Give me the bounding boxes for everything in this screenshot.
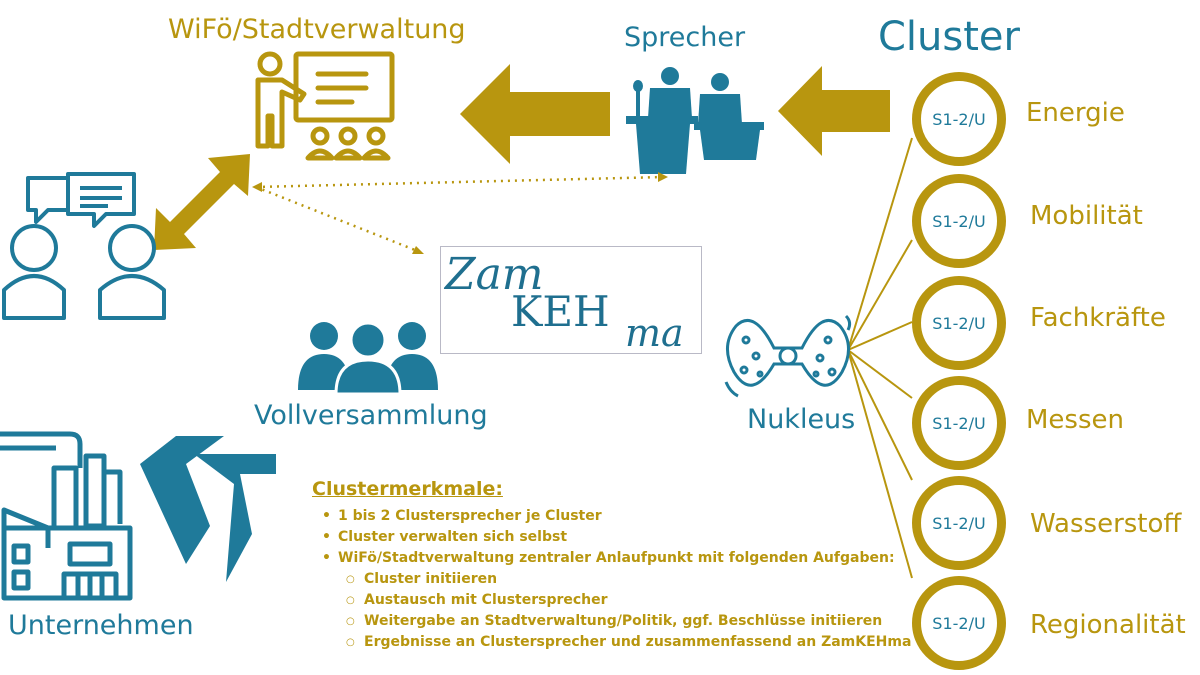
cluster-ring-wasserstoff: S1-2/U — [912, 476, 1006, 570]
cluster-ring-regionalitaet: S1-2/U — [912, 576, 1006, 670]
ring-label: S1-2/U — [932, 313, 986, 333]
nucleus-icon — [724, 314, 852, 398]
cluster-ring-mobilitaet: S1-2/U — [912, 174, 1006, 268]
cluster-name-fachkraefte: Fachkräfte — [1030, 303, 1166, 333]
conversation-icon — [2, 172, 166, 320]
cluster-name-regionalitaet: Regionalität — [1030, 610, 1186, 640]
list-item: WiFö/Stadtverwaltung zentraler Anlaufpun… — [322, 548, 912, 569]
double-arrow-icon — [154, 154, 250, 250]
chevron-logo-icon — [140, 436, 276, 582]
list-item: Cluster verwalten sich selbst — [322, 527, 912, 548]
nukleus-label: Nukleus — [747, 404, 856, 435]
cluster-name-energie: Energie — [1026, 98, 1125, 128]
sub-list-item: Austausch mit Clustersprecher — [346, 590, 912, 611]
ring-label: S1-2/U — [932, 109, 986, 129]
sub-list-item: Ergebnisse an Clustersprecher und zusamm… — [346, 632, 912, 653]
features-list: 1 bis 2 Clustersprecher je Cluster Clust… — [312, 506, 912, 653]
cluster-features: Clustermerkmale: 1 bis 2 Clustersprecher… — [312, 478, 912, 653]
cluster-ring-energie: S1-2/U — [912, 72, 1006, 166]
group-icon — [298, 321, 438, 396]
cluster-name-messen: Messen — [1026, 405, 1124, 435]
logo-keh: KEH — [511, 287, 610, 336]
cluster-ring-fachkraefte: S1-2/U — [912, 276, 1006, 370]
features-heading: Clustermerkmale: — [312, 478, 503, 500]
logo-ma: ma — [625, 311, 684, 355]
vollversammlung-label: Vollversammlung — [254, 400, 488, 431]
sprecher-label: Sprecher — [624, 22, 746, 53]
ring-label: S1-2/U — [932, 211, 986, 231]
cluster-ring-messen: S1-2/U — [912, 376, 1006, 470]
ring-label: S1-2/U — [932, 613, 986, 633]
ring-label: S1-2/U — [932, 413, 986, 433]
arrow-left-icon — [778, 66, 890, 156]
presentation-icon — [255, 51, 395, 161]
cluster-name-mobilitaet: Mobilität — [1030, 201, 1143, 231]
arrow-left-icon — [460, 64, 610, 164]
ring-label: S1-2/U — [932, 513, 986, 533]
cluster-title: Cluster — [878, 14, 1020, 60]
logo-zam: Zam — [445, 249, 544, 300]
wifo-label: WiFö/Stadtverwaltung — [168, 14, 466, 45]
factory-icon — [0, 431, 133, 601]
unternehmen-label: Unternehmen — [8, 610, 194, 641]
zamkehma-logo: Zam KEH ma — [440, 246, 702, 355]
sub-list-item: Weitergabe an Stadtverwaltung/Politik, g… — [346, 611, 912, 632]
cluster-name-wasserstoff: Wasserstoff — [1030, 509, 1182, 539]
list-item: 1 bis 2 Clustersprecher je Cluster — [322, 506, 912, 527]
speakers-podium-icon — [626, 67, 764, 174]
sub-list-item: Cluster initiieren — [346, 569, 912, 590]
